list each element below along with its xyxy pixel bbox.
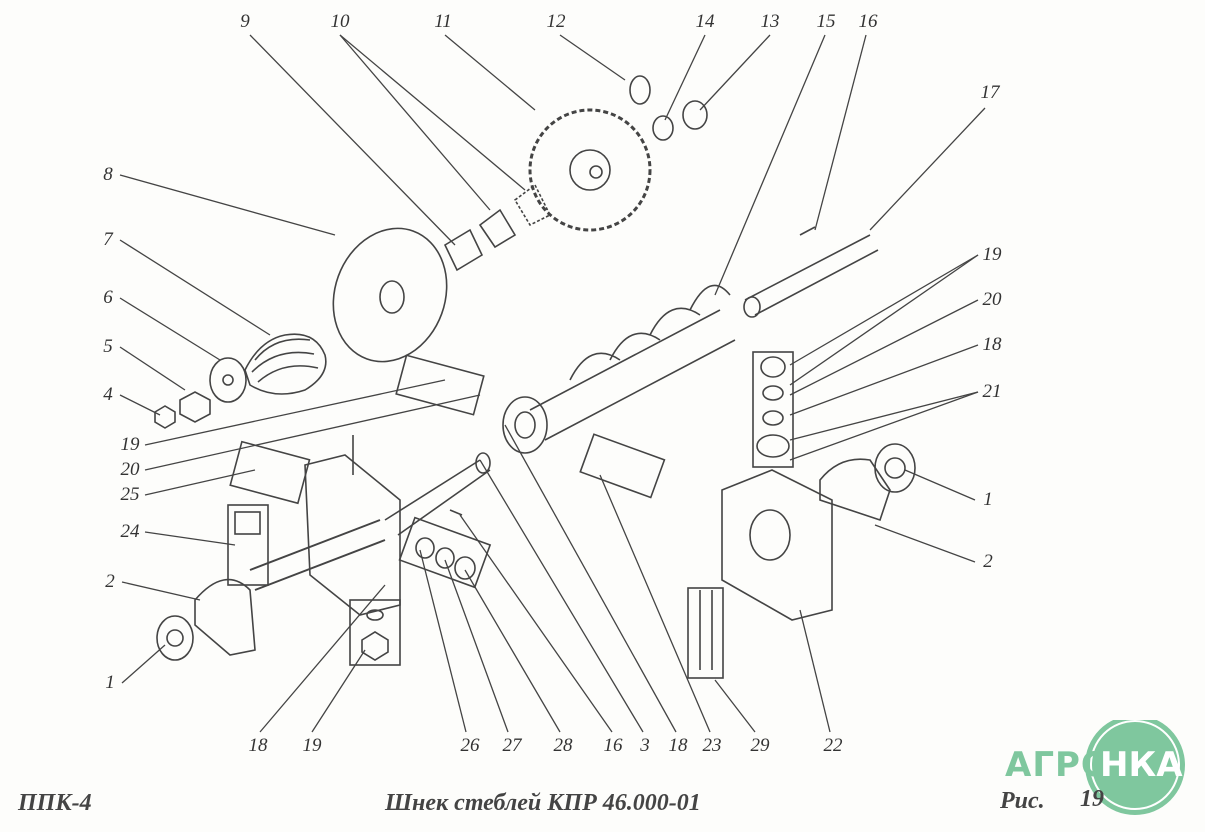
callout-25: 25 bbox=[120, 484, 140, 505]
callout-18-bottom-2: 18 bbox=[668, 735, 688, 756]
callout-17: 17 bbox=[980, 82, 1000, 103]
callout-10: 10 bbox=[330, 11, 350, 32]
callout-11: 11 bbox=[434, 11, 452, 32]
callout-19-bottom: 19 bbox=[302, 735, 322, 756]
callout-28: 28 bbox=[553, 735, 573, 756]
figure-title: Шнек стеблей КПР 46.000-01 bbox=[385, 790, 701, 816]
callout-1: 1 bbox=[105, 672, 115, 693]
callout-2: 2 bbox=[105, 571, 115, 592]
callout-14: 14 bbox=[695, 11, 715, 32]
logo-text-left: АГРО bbox=[1005, 745, 1111, 785]
callout-7: 7 bbox=[103, 229, 113, 250]
callout-13: 13 bbox=[760, 11, 780, 32]
part-shapes bbox=[154, 75, 916, 679]
callout-22: 22 bbox=[823, 735, 843, 756]
callout-19-right: 19 bbox=[982, 244, 1002, 265]
callout-1-right: 1 bbox=[983, 489, 993, 510]
figure-number: 19 bbox=[1080, 786, 1104, 812]
callout-2-right: 2 bbox=[983, 551, 993, 572]
callout-18-bottom: 18 bbox=[248, 735, 268, 756]
callout-3: 3 bbox=[640, 735, 650, 756]
callout-23: 23 bbox=[702, 735, 722, 756]
leader-lines bbox=[119, 34, 986, 733]
callout-20-right: 20 bbox=[982, 289, 1002, 310]
callout-15: 15 bbox=[816, 11, 836, 32]
callout-26: 26 bbox=[460, 735, 480, 756]
callout-16-bottom: 16 bbox=[603, 735, 623, 756]
callout-21: 21 bbox=[982, 381, 1002, 402]
callout-4: 4 bbox=[103, 384, 113, 405]
callout-8: 8 bbox=[103, 164, 113, 185]
callout-5: 5 bbox=[103, 336, 113, 357]
callout-12: 12 bbox=[546, 11, 566, 32]
callout-19: 19 bbox=[120, 434, 140, 455]
callout-27: 27 bbox=[502, 735, 522, 756]
callout-16: 16 bbox=[858, 11, 878, 32]
figure-label: Рис. bbox=[1000, 788, 1045, 814]
callout-9: 9 bbox=[240, 11, 250, 32]
callout-29: 29 bbox=[750, 735, 770, 756]
callout-6: 6 bbox=[103, 287, 113, 308]
agronka-logo: АГРО НКА bbox=[1005, 720, 1185, 820]
callout-20: 20 bbox=[120, 459, 140, 480]
callout-18-right: 18 bbox=[982, 334, 1002, 355]
logo-circle bbox=[1085, 720, 1185, 815]
model-label: ППК-4 bbox=[18, 790, 92, 816]
logo-text-right: НКА bbox=[1100, 745, 1183, 785]
callout-24: 24 bbox=[120, 521, 140, 542]
